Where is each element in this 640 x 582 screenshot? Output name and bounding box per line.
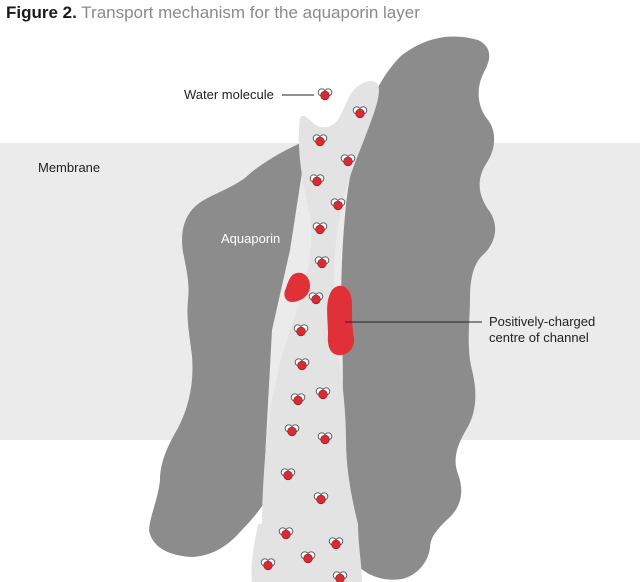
aquaporin-right-lobe <box>339 36 496 580</box>
figure-caption: Transport mechanism for the aquaporin la… <box>81 3 420 22</box>
aquaporin-left-lobe <box>149 140 307 557</box>
charged-centre-left <box>284 272 310 302</box>
charged-centre-right <box>327 285 355 356</box>
water-molecule-label: Water molecule <box>184 87 274 102</box>
membrane-label: Membrane <box>38 160 100 175</box>
water-molecule <box>317 88 333 101</box>
aquaporin-label: Aquaporin <box>221 231 280 246</box>
charged-centre-label-line2: centre of channel <box>489 330 589 345</box>
figure-number: Figure 2. <box>6 3 77 22</box>
charged-centre-label-line1: Positively-charged <box>489 314 595 329</box>
water-channel <box>262 81 379 525</box>
figure-title: Figure 2. Transport mechanism for the aq… <box>6 3 420 23</box>
